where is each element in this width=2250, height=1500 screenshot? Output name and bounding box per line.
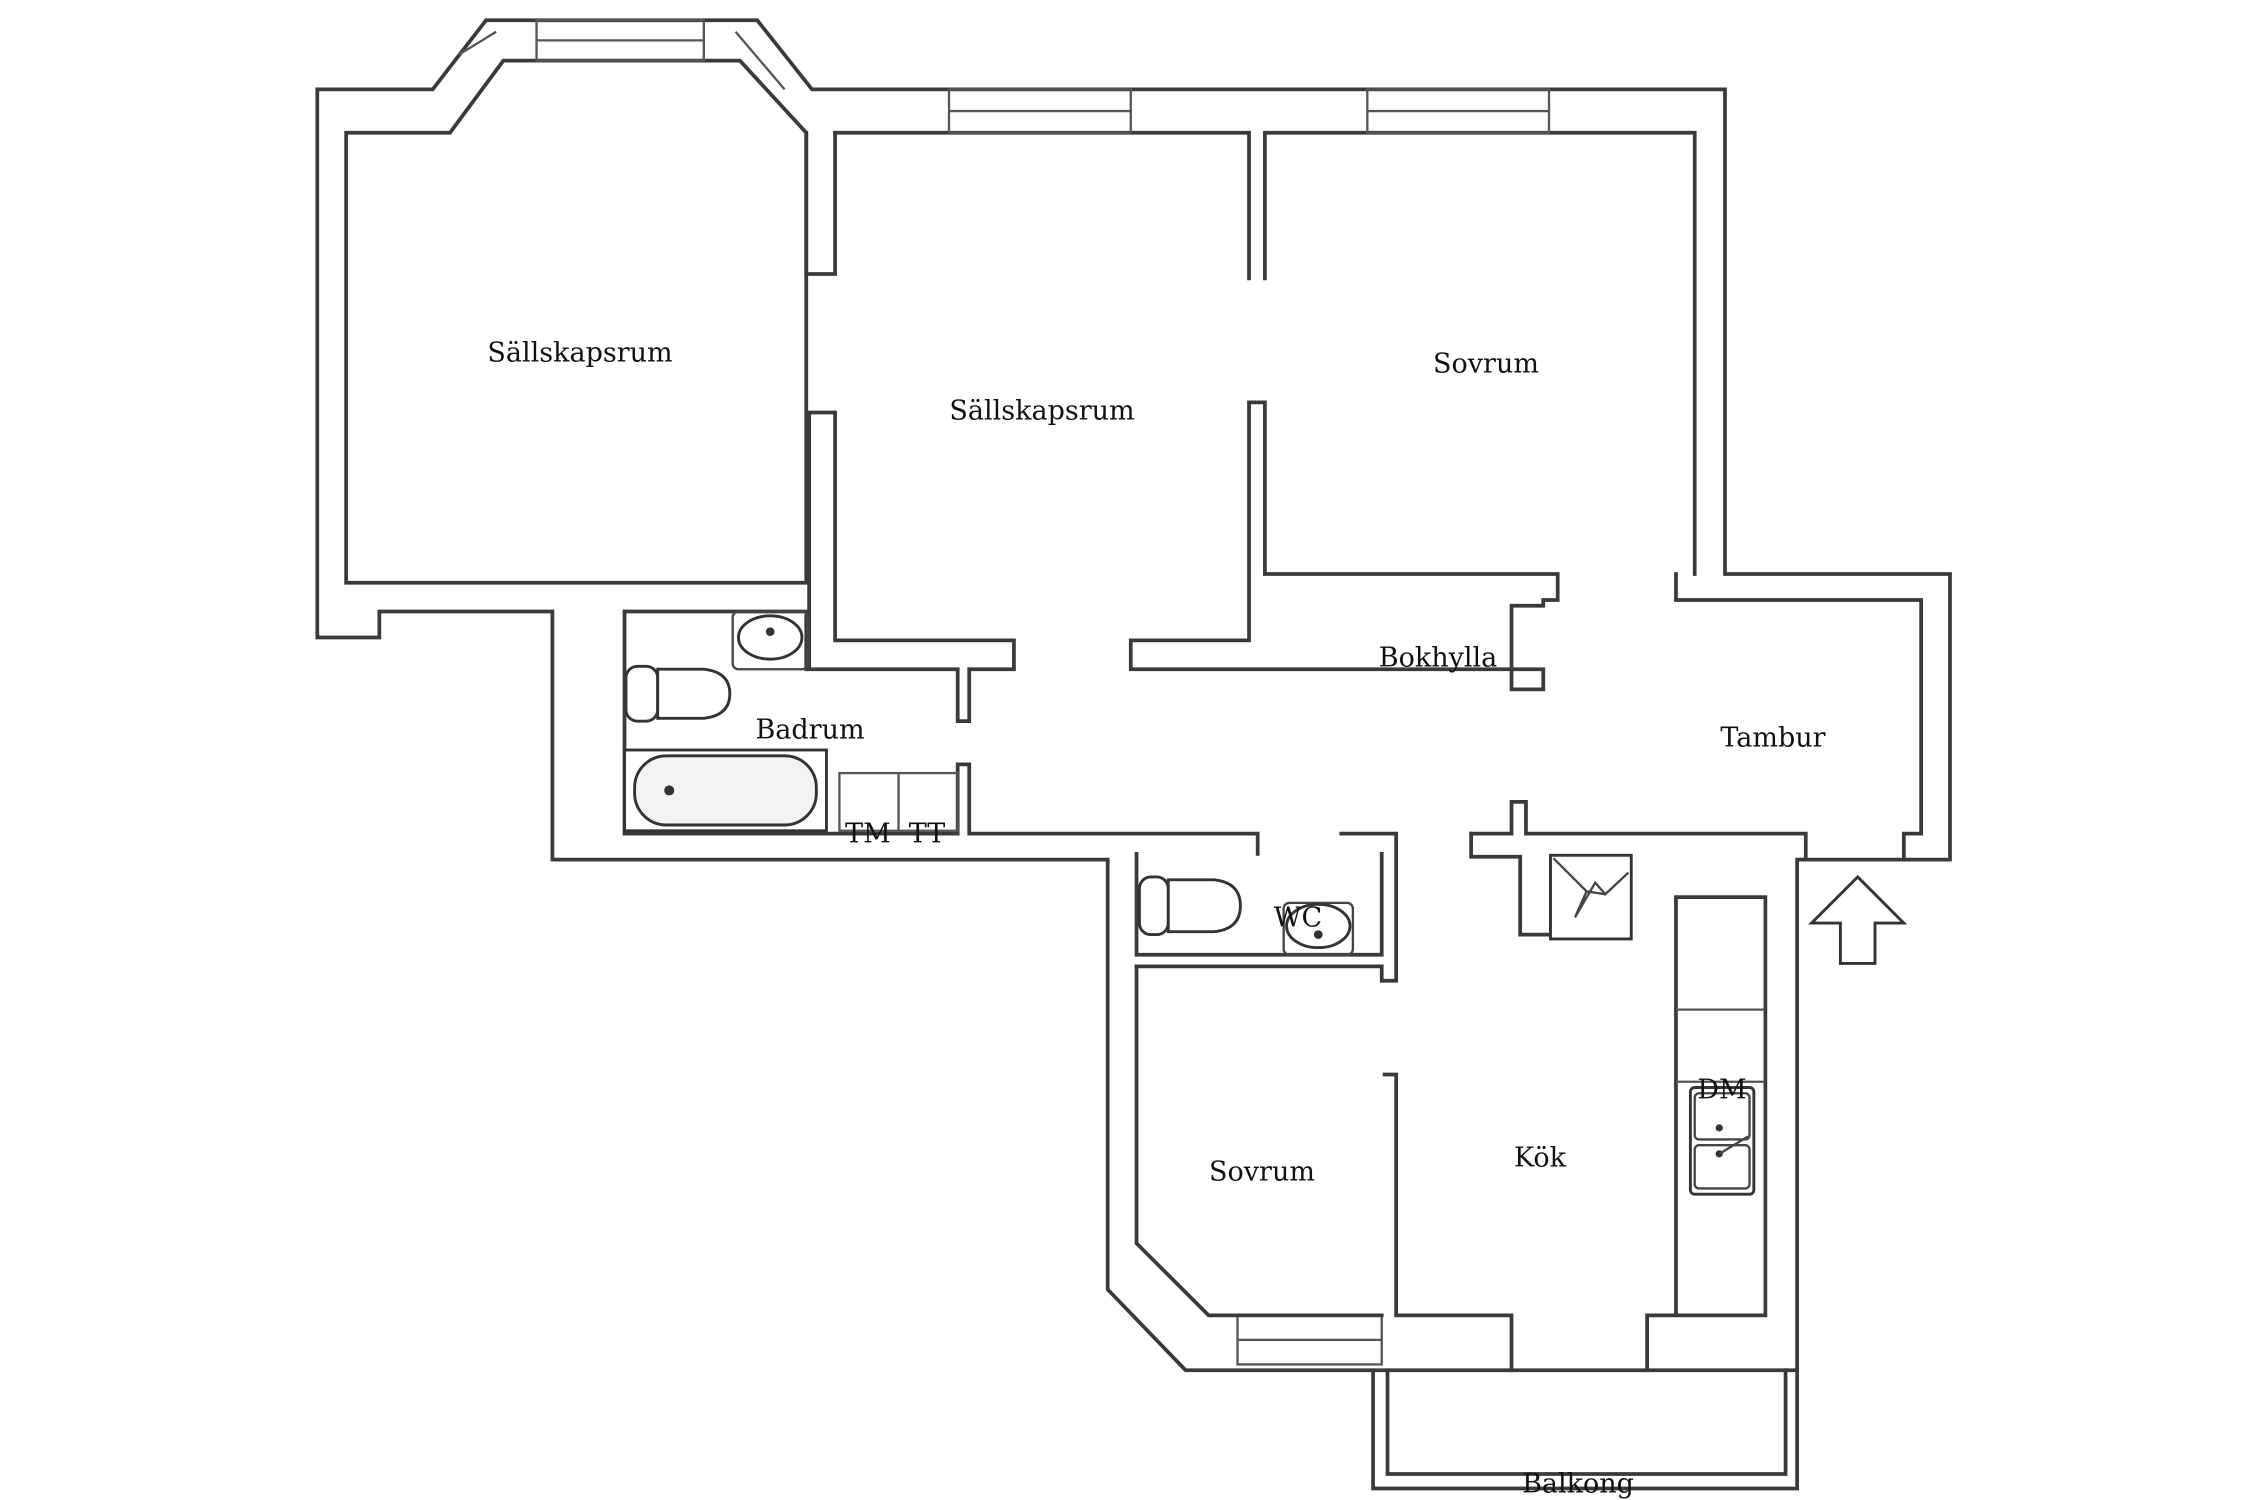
room-label-tt: TT [908, 818, 946, 850]
room-label-sallskapsrum-2: Sällskapsrum [949, 395, 1135, 427]
room-label-balkong: Balkong [1522, 1468, 1634, 1500]
room-label-sallskapsrum-1: Sällskapsrum [487, 337, 673, 369]
room-label-sovrum-1: Sovrum [1433, 348, 1539, 380]
room-label-badrum: Badrum [755, 714, 865, 746]
room-label-dm: DM [1697, 1074, 1747, 1106]
arrow-up-icon [1808, 874, 1908, 965]
bathroom-fixtures [623, 610, 959, 833]
room-label-wc: WC [1273, 902, 1323, 934]
interior-walls [622, 400, 1808, 1476]
lightning-icon [1549, 853, 1633, 941]
kitchen-fixtures [1675, 1008, 1766, 1196]
wc-fixtures [1137, 875, 1355, 956]
windows [458, 19, 1551, 1366]
room-label-bokhylla: Bokhylla [1378, 642, 1498, 674]
room-label-kok: Kök [1513, 1142, 1567, 1174]
outer-walls [315, 18, 1952, 1491]
room-label-tm: TM [845, 818, 891, 850]
room-label-sovrum-2: Sovrum [1209, 1156, 1315, 1188]
room-label-tambur: Tambur [1720, 722, 1826, 754]
